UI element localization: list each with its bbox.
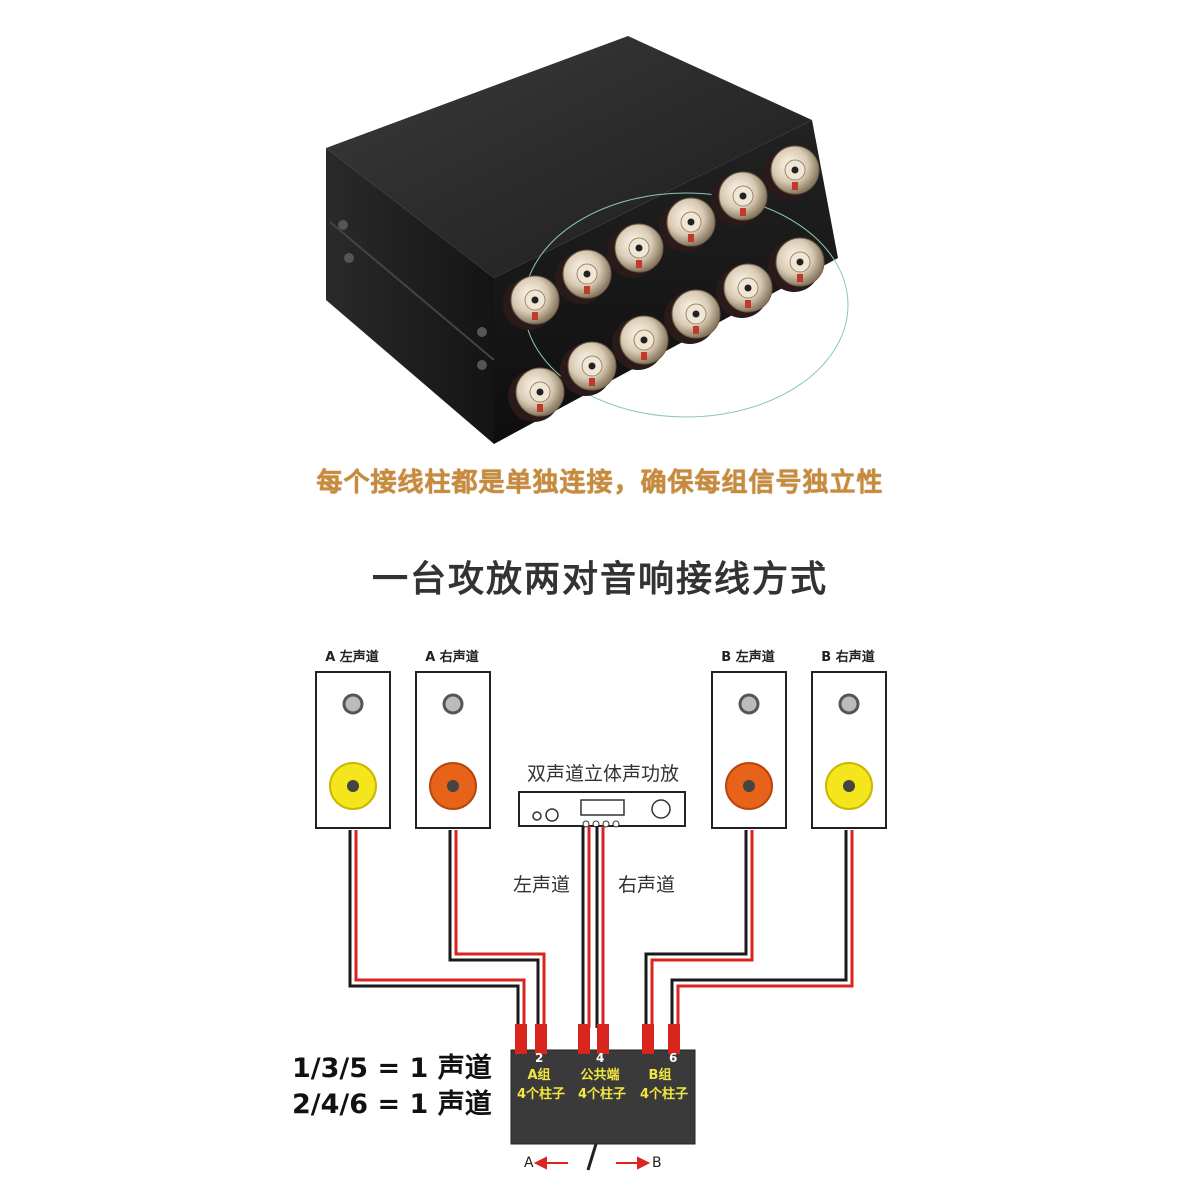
speaker-label-a-right: A 右声道 bbox=[425, 650, 479, 665]
legend-odd-terminals: 1/3/5 = 1 声道 bbox=[292, 1053, 492, 1084]
amplifier-label: 双声道立体声功放 bbox=[527, 763, 680, 785]
binding-post-9 bbox=[612, 315, 669, 370]
group-a-name: A组 bbox=[527, 1068, 551, 1083]
group-common-name: 公共端 bbox=[580, 1068, 620, 1083]
legend-even-terminals: 2/4/6 = 1 声道 bbox=[292, 1089, 492, 1120]
binding-post-12 bbox=[768, 237, 825, 292]
speaker-label-b-left: B 左声道 bbox=[721, 650, 775, 665]
group-a-posts: 4个柱子 bbox=[516, 1087, 566, 1102]
left-channel-label: 左声道 bbox=[513, 874, 571, 896]
binding-post-8 bbox=[560, 341, 617, 396]
terminal-number-4: 4 bbox=[596, 1051, 605, 1065]
wires bbox=[348, 826, 854, 1028]
terminal-number-2: 2 bbox=[535, 1051, 544, 1065]
speaker-b-left bbox=[711, 671, 787, 829]
box-side bbox=[326, 148, 494, 444]
group-b-name: B组 bbox=[648, 1068, 672, 1083]
amplifier bbox=[518, 791, 686, 828]
binding-post-10 bbox=[664, 289, 721, 344]
diagram-title: 一台攻放两对音响接线方式 bbox=[371, 559, 828, 600]
binding-post-7 bbox=[508, 367, 565, 422]
right-channel-label: 右声道 bbox=[618, 874, 676, 896]
speaker-b-right bbox=[811, 671, 887, 829]
speaker-a-left bbox=[315, 671, 391, 829]
box-top bbox=[326, 36, 812, 278]
binding-post-5 bbox=[711, 171, 768, 226]
binding-post-3 bbox=[607, 223, 664, 278]
speaker-label-a-left: A 左声道 bbox=[325, 650, 379, 665]
speaker-a-right bbox=[415, 671, 491, 829]
switch-arrow-a-label: A bbox=[524, 1155, 534, 1171]
switch-arrow-b-label: B bbox=[652, 1155, 662, 1171]
binding-post-4 bbox=[659, 197, 716, 252]
switch-arrows bbox=[533, 1156, 651, 1170]
terminal-number-6: 6 bbox=[669, 1051, 678, 1065]
switch-box bbox=[510, 1024, 696, 1171]
group-b-posts: 4个柱子 bbox=[639, 1087, 689, 1102]
group-common-posts: 4个柱子 bbox=[577, 1087, 627, 1102]
binding-post-2 bbox=[555, 249, 612, 304]
product-photo bbox=[326, 36, 849, 444]
binding-posts bbox=[503, 145, 825, 422]
photo-caption: 每个接线柱都是单独连接，确保每组信号独立性 bbox=[316, 468, 884, 498]
speaker-label-b-right: B 右声道 bbox=[821, 650, 875, 665]
binding-post-1 bbox=[503, 275, 560, 330]
binding-post-11 bbox=[716, 263, 773, 318]
binding-post-6 bbox=[763, 145, 820, 200]
